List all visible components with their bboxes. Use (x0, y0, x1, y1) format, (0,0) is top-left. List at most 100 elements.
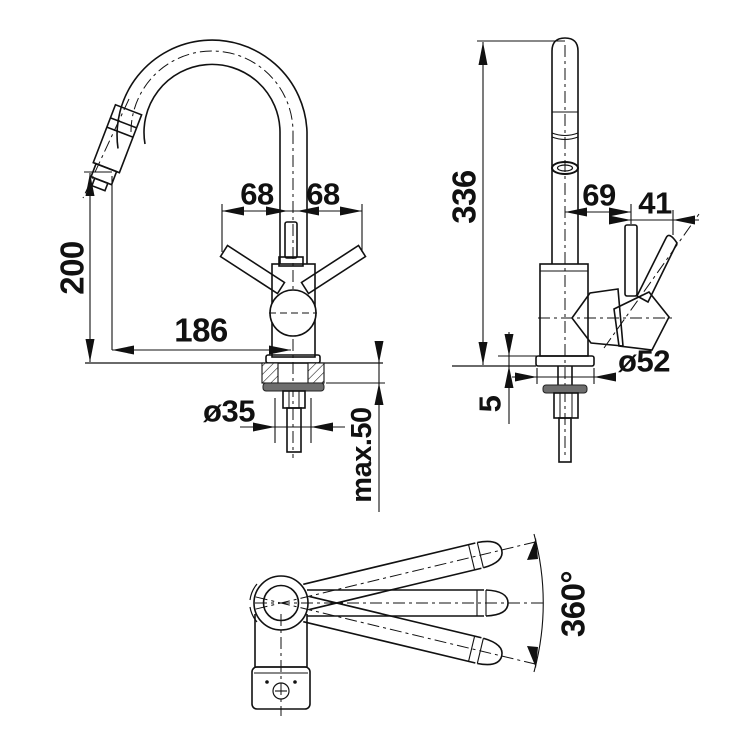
arrowhead (515, 372, 537, 382)
arrowhead (527, 646, 538, 668)
handle-joint-housing (571, 288, 624, 347)
base-pin-left (265, 680, 269, 684)
side-centerlines (538, 45, 700, 458)
pivot-clip-lower (249, 606, 258, 623)
dim-mounting-hole: ø35 (203, 394, 345, 443)
tilted-handle-axis (603, 213, 700, 349)
pivot-clip-upper (249, 583, 258, 601)
dim-spout-height: 200 (54, 171, 112, 362)
arrowhead (673, 215, 695, 225)
spray-head-axis (82, 98, 130, 199)
dim-handle-travel: 41 (609, 186, 699, 235)
arrowhead (504, 366, 514, 388)
aerator-ring-outer (551, 161, 579, 175)
side-body (539, 263, 589, 357)
spray-head-joint-line-1 (110, 117, 137, 129)
arrowhead (609, 207, 631, 217)
front-view-dimensions: 68 68 200 186 ø35 (54, 171, 385, 512)
arrowhead (311, 422, 333, 432)
swivel-arc (533, 533, 544, 673)
top-view (249, 540, 546, 716)
dim-label-186: 186 (174, 312, 228, 349)
side-spout-column (551, 37, 579, 264)
side-view-dimensions: 336 69 41 ø52 (446, 40, 699, 424)
arrowhead (374, 383, 384, 405)
tube-cap-line (468, 635, 476, 662)
tube-edge (303, 542, 476, 586)
arrowhead (565, 207, 587, 217)
arrowhead (504, 334, 514, 356)
side-base-flange (535, 355, 595, 367)
arrowhead (527, 538, 538, 560)
dim-spout-reach: 186 (111, 176, 291, 355)
dim-label-68-left: 68 (240, 177, 274, 212)
spray-head-nozzle (90, 177, 109, 192)
arrowhead (297, 206, 319, 216)
tube-cap-line (468, 544, 476, 571)
arrowhead (222, 206, 244, 216)
handle-lever-left (219, 244, 286, 295)
side-handle-tilted (635, 234, 678, 304)
base-pin-right (293, 680, 297, 684)
tube-centerline (255, 596, 539, 666)
tube-edge (303, 620, 476, 664)
spout-position-upper (255, 540, 539, 611)
front-view (82, 39, 383, 458)
dim-total-height: 336 (446, 40, 565, 365)
dim-label-o35: ø35 (203, 394, 255, 429)
tube-rounded-tip (477, 637, 503, 666)
side-fixing-washer (542, 384, 588, 394)
side-supply-shank (558, 417, 572, 463)
side-fixing-nut (553, 392, 579, 419)
spout-outer-contour (116, 39, 308, 264)
tube-centerline (255, 540, 539, 610)
dim-counter-thickness: max.50 (326, 341, 385, 512)
front-threaded-shank (286, 407, 302, 453)
arrowhead (112, 345, 134, 355)
dim-label-68-right: 68 (306, 177, 340, 212)
dim-base-plate-height: 5 (473, 332, 538, 424)
dim-label-69: 69 (582, 178, 616, 213)
arrowhead (85, 339, 95, 362)
front-fixing-nut (282, 390, 306, 409)
spray-head-joint-line-2 (106, 126, 134, 138)
front-centerlines (82, 50, 294, 458)
spout-position-middle (255, 589, 546, 617)
side-joint-line-2 (551, 132, 579, 137)
arrowhead (266, 206, 288, 216)
arrowhead (253, 422, 275, 432)
spout-arc-centerline (130, 50, 294, 133)
dim-base-diameter: ø52 (512, 344, 670, 384)
dim-label-41: 41 (638, 186, 672, 221)
counter-section-right (307, 362, 325, 384)
handle-lever-up (284, 221, 298, 259)
dim-label-200: 200 (54, 241, 91, 295)
arrowhead (478, 42, 488, 65)
arrowhead (340, 206, 362, 216)
arrowhead (609, 215, 631, 225)
dim-label-o52: ø52 (618, 344, 670, 379)
spout-inner-contour (143, 63, 281, 264)
tube-rounded-tip (477, 540, 503, 569)
top-view-dimensions: 360° (527, 533, 592, 673)
side-view (452, 37, 700, 463)
side-joint-line-3 (551, 136, 579, 141)
handle-joint-cap (613, 291, 670, 351)
dim-label-360: 360° (555, 571, 592, 637)
dim-swivel-range: 360° (527, 533, 592, 673)
dim-label-336: 336 (446, 170, 483, 224)
handle-collar (278, 256, 304, 267)
swivel-spout-positions (255, 540, 546, 666)
tube-edge (309, 595, 482, 639)
handle-lever-right (300, 244, 367, 295)
arrowhead (594, 372, 616, 382)
arrowhead (374, 341, 384, 363)
dim-handle-span: 68 68 (221, 177, 363, 252)
dim-label-max50: max.50 (346, 407, 378, 502)
dim-handle-offset: 69 (565, 178, 632, 224)
arrowhead (478, 342, 488, 365)
dim-label-5: 5 (473, 395, 508, 412)
side-handle-up (624, 224, 638, 297)
